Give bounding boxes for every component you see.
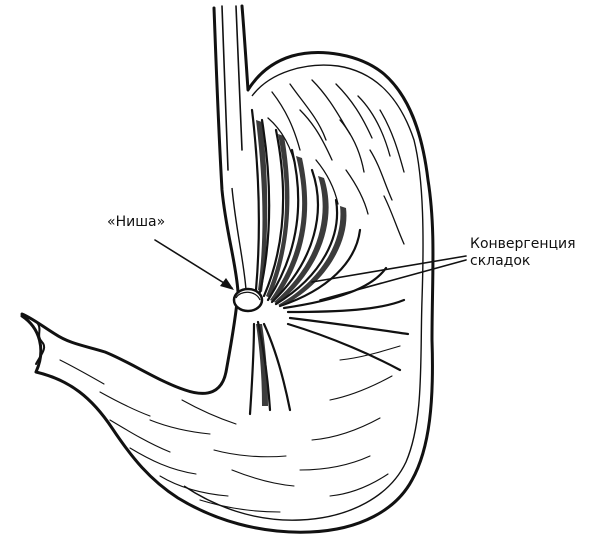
fold-shadows [256,120,346,406]
niche-arrowhead [220,278,234,290]
niche-label: «Ниша» [107,214,165,231]
convergence-pointer-line-2 [320,260,466,300]
convergence-pointer-line-1 [312,256,466,282]
niche-crater [234,289,262,311]
convergence-label-line2: складок [470,253,608,270]
niche-pointer-line [155,240,232,288]
annotation-arrows [155,240,466,300]
convergence-label: Конвергенция складок [470,236,608,270]
convergence-label-line1: Конвергенция [470,236,608,253]
arrowheads [220,278,234,290]
